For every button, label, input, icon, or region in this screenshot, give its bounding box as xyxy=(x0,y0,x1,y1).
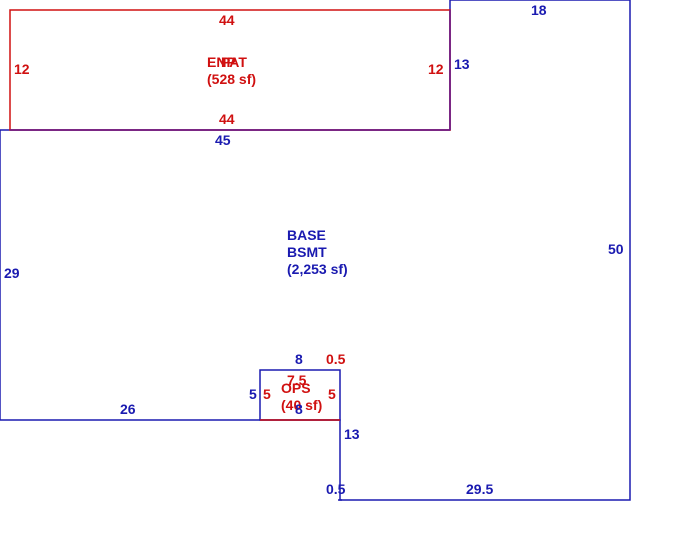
base-bottom-left-dimension: 26 xyxy=(120,401,136,417)
ops-area: (40 sf) xyxy=(281,397,323,413)
patio-name-pat: PAT xyxy=(221,54,247,70)
ops-left-dimension: 5 xyxy=(263,386,271,402)
ops-name: OPS xyxy=(281,380,311,396)
base-top-right-dimension: 18 xyxy=(531,2,547,18)
patio-right-dimension: 12 xyxy=(428,61,444,77)
base-small-left-dimension: 5 xyxy=(249,386,257,402)
ops-right-dimension: 5 xyxy=(328,386,336,402)
base-small-top-dimension: 8 xyxy=(295,351,303,367)
base-bottom-right-dimension: 29.5 xyxy=(466,481,494,497)
base-right-dimension: 50 xyxy=(608,241,624,257)
patio-area: (528 sf) xyxy=(207,71,257,87)
patio-top-dimension: 44 xyxy=(219,12,235,28)
base-notch-right-dimension: 13 xyxy=(454,56,470,72)
base-right-step-dimension: 13 xyxy=(344,426,360,442)
base-area: (2,253 sf) xyxy=(287,261,348,277)
base-subname: BSMT xyxy=(287,244,327,260)
patio-name-enp: ENP xyxy=(207,54,236,70)
patio-left-dimension: 12 xyxy=(14,61,30,77)
base-left-dimension: 29 xyxy=(4,265,20,281)
patio-bottom-dimension: 44 xyxy=(219,111,235,127)
base-bottom-step-dimension: 0.5 xyxy=(326,481,346,497)
ops-overlap-dimension: 7.5 xyxy=(287,372,307,388)
ops-bottom-dimension: 8 xyxy=(295,401,303,417)
base-top-left-dimension: 45 xyxy=(215,132,231,148)
base-name: BASE xyxy=(287,227,326,243)
ops-top-step-dimension: 0.5 xyxy=(326,351,346,367)
